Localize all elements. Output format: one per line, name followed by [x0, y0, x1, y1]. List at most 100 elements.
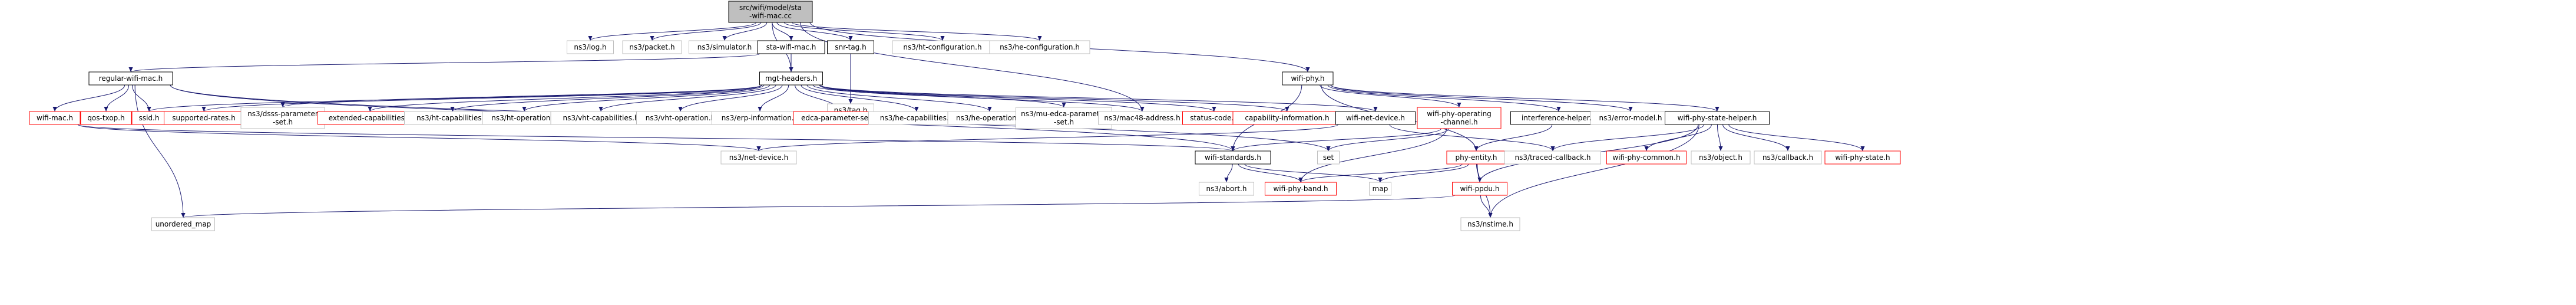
edge-wifimac-to-standards [77, 124, 1235, 152]
node-status[interactable]: status-code.h [1182, 111, 1246, 125]
edge-netdev-to-tracedcb [1389, 124, 1555, 152]
node-set[interactable]: set [1317, 150, 1340, 165]
node-label: interference-helper.h [1522, 114, 1596, 122]
node-label: -set.h [273, 118, 293, 126]
node-label: wifi-mac.h [37, 114, 73, 122]
node-label: ns3/ht-capabilities.h [416, 114, 488, 122]
node-box [1369, 182, 1391, 196]
node-box [80, 111, 132, 125]
node-box [759, 71, 823, 86]
node-statehelper[interactable]: wifi-phy-state-helper.h [1665, 111, 1770, 125]
node-phystate[interactable]: wifi-phy-state.h [1824, 150, 1901, 165]
node-box [622, 40, 682, 54]
node-label: ssid.h [139, 114, 160, 122]
node-label: wifi-phy-common.h [1612, 153, 1680, 162]
node-erp[interactable]: ns3/erp-information.h [712, 111, 808, 125]
node-label: ns3/error-model.h [1599, 114, 1662, 122]
edge-mgt-to-status [820, 84, 1216, 112]
node-box [1504, 150, 1601, 165]
node-suprates[interactable]: supported-rates.h [164, 111, 244, 125]
node-ppdu[interactable]: wifi-ppdu.h [1452, 182, 1507, 196]
edge-root-to-heconf [792, 22, 1042, 41]
node-label: unordered_map [156, 220, 211, 228]
node-qostxop[interactable]: qos-txop.h [80, 111, 132, 125]
node-nstime[interactable]: ns3/nstime.h [1460, 217, 1520, 231]
edge-mgt-to-extcap [368, 84, 762, 112]
node-phyentity[interactable]: phy-entity.h [1446, 150, 1506, 165]
node-phycommon[interactable]: wifi-phy-common.h [1606, 150, 1687, 165]
edge-phyentity-to-map [1378, 163, 1469, 183]
node-mgt[interactable]: mgt-headers.h [759, 71, 823, 86]
node-heop[interactable]: ns3/he-operation.h [947, 111, 1032, 125]
node-dsss[interactable]: ns3/dsss-parameter-set.h [240, 107, 325, 129]
node-label: qos-txop.h [87, 114, 124, 122]
node-box [240, 107, 325, 129]
node-abort[interactable]: ns3/abort.h [1199, 182, 1254, 196]
edge-root-to-stawifimac [772, 22, 793, 41]
node-label: ns3/simulator.h [697, 43, 752, 51]
node-label: ns3/mac48-address.h [1104, 114, 1180, 122]
node-box [1282, 71, 1334, 86]
node-netdev[interactable]: wifi-net-device.h [1335, 111, 1416, 125]
edge-standards-to-map [1244, 163, 1383, 183]
node-umap[interactable]: unordered_map [151, 217, 215, 231]
node-label: wifi-phy-band.h [1273, 185, 1328, 193]
node-wifiphy[interactable]: wifi-phy.h [1282, 71, 1334, 86]
edge-standards-to-phyband [1238, 163, 1303, 183]
node-label: ns3/object.h [1699, 153, 1742, 162]
node-map[interactable]: map [1369, 182, 1391, 196]
node-label: ns3/ht-operation.h [491, 114, 557, 122]
node-snrtag[interactable]: snr-tag.h [827, 40, 874, 54]
node-root[interactable]: src/wifi/model/sta-wifi-mac.cc [728, 1, 813, 23]
node-callback[interactable]: ns3/callback.h [1754, 150, 1822, 165]
edge-mgt-to-htop [522, 84, 771, 112]
node-simulator[interactable]: ns3/simulator.h [689, 40, 760, 54]
node-box [567, 40, 614, 54]
edge-mgt-to-erp [758, 84, 789, 112]
node-label: wifi-ppdu.h [1460, 185, 1500, 193]
node-extcap[interactable]: extended-capabilities.h [318, 111, 422, 125]
node-mac48[interactable]: ns3/mac48-address.h [1098, 111, 1186, 125]
node-label: ns3/packet.h [629, 43, 674, 51]
node-label: supported-rates.h [172, 114, 235, 122]
node-box [1265, 182, 1337, 196]
edge-phyentity-to-phyband [1298, 163, 1463, 183]
node-box [728, 1, 813, 23]
edge-root-to-htconf [783, 22, 945, 41]
node-log[interactable]: ns3/log.h [567, 40, 614, 54]
node-edca[interactable]: edca-parameter-set.h [793, 111, 886, 125]
node-label: ns3/nstime.h [1467, 220, 1513, 228]
node-muedca[interactable]: ns3/mu-edca-parameter-set.h [1016, 107, 1112, 129]
node-phyband[interactable]: wifi-phy-band.h [1265, 182, 1337, 196]
node-box [757, 40, 825, 54]
node-label: sta-wifi-mac.h [766, 43, 816, 51]
edge-mgt-to-heop [806, 84, 992, 112]
node-box [88, 71, 173, 86]
node-label: -wifi-mac.cc [749, 12, 792, 20]
node-htconf[interactable]: ns3/ht-configuration.h [892, 40, 993, 54]
node-stawifimac[interactable]: sta-wifi-mac.h [757, 40, 825, 54]
node-wifimac[interactable]: wifi-mac.h [29, 111, 81, 125]
node-box [1335, 111, 1416, 125]
node-heconf[interactable]: ns3/he-configuration.h [989, 40, 1090, 54]
node-phyopch[interactable]: wifi-phy-operating-channel.h [1417, 107, 1502, 129]
edge-mgt-to-capinfo [820, 84, 1289, 112]
node-object[interactable]: ns3/object.h [1691, 150, 1751, 165]
edge-regular-to-umap [134, 84, 186, 218]
node-tracedcb[interactable]: ns3/traced-callback.h [1504, 150, 1601, 165]
node-label: -channel.h [1440, 118, 1477, 126]
node-vhtop[interactable]: ns3/vht-operation.h [636, 111, 725, 125]
node-errmodel[interactable]: ns3/error-model.h [1590, 111, 1671, 125]
node-capinfo[interactable]: capability-information.h [1232, 111, 1342, 125]
node-hecap[interactable]: ns3/he-capabilities.h [868, 111, 965, 125]
node-packet[interactable]: ns3/packet.h [622, 40, 682, 54]
node-standards[interactable]: wifi-standards.h [1195, 150, 1271, 165]
node-label: regular-wifi-mac.h [99, 74, 163, 83]
node-vhtcap[interactable]: ns3/vht-capabilities.h [550, 111, 652, 125]
node-regular[interactable]: regular-wifi-mac.h [88, 71, 173, 86]
node-nsnetdev[interactable]: ns3/net-device.h [720, 150, 797, 165]
edge-phyopch-to-set [1326, 128, 1449, 152]
node-box [1452, 182, 1507, 196]
node-ssid[interactable]: ssid.h [131, 111, 167, 125]
